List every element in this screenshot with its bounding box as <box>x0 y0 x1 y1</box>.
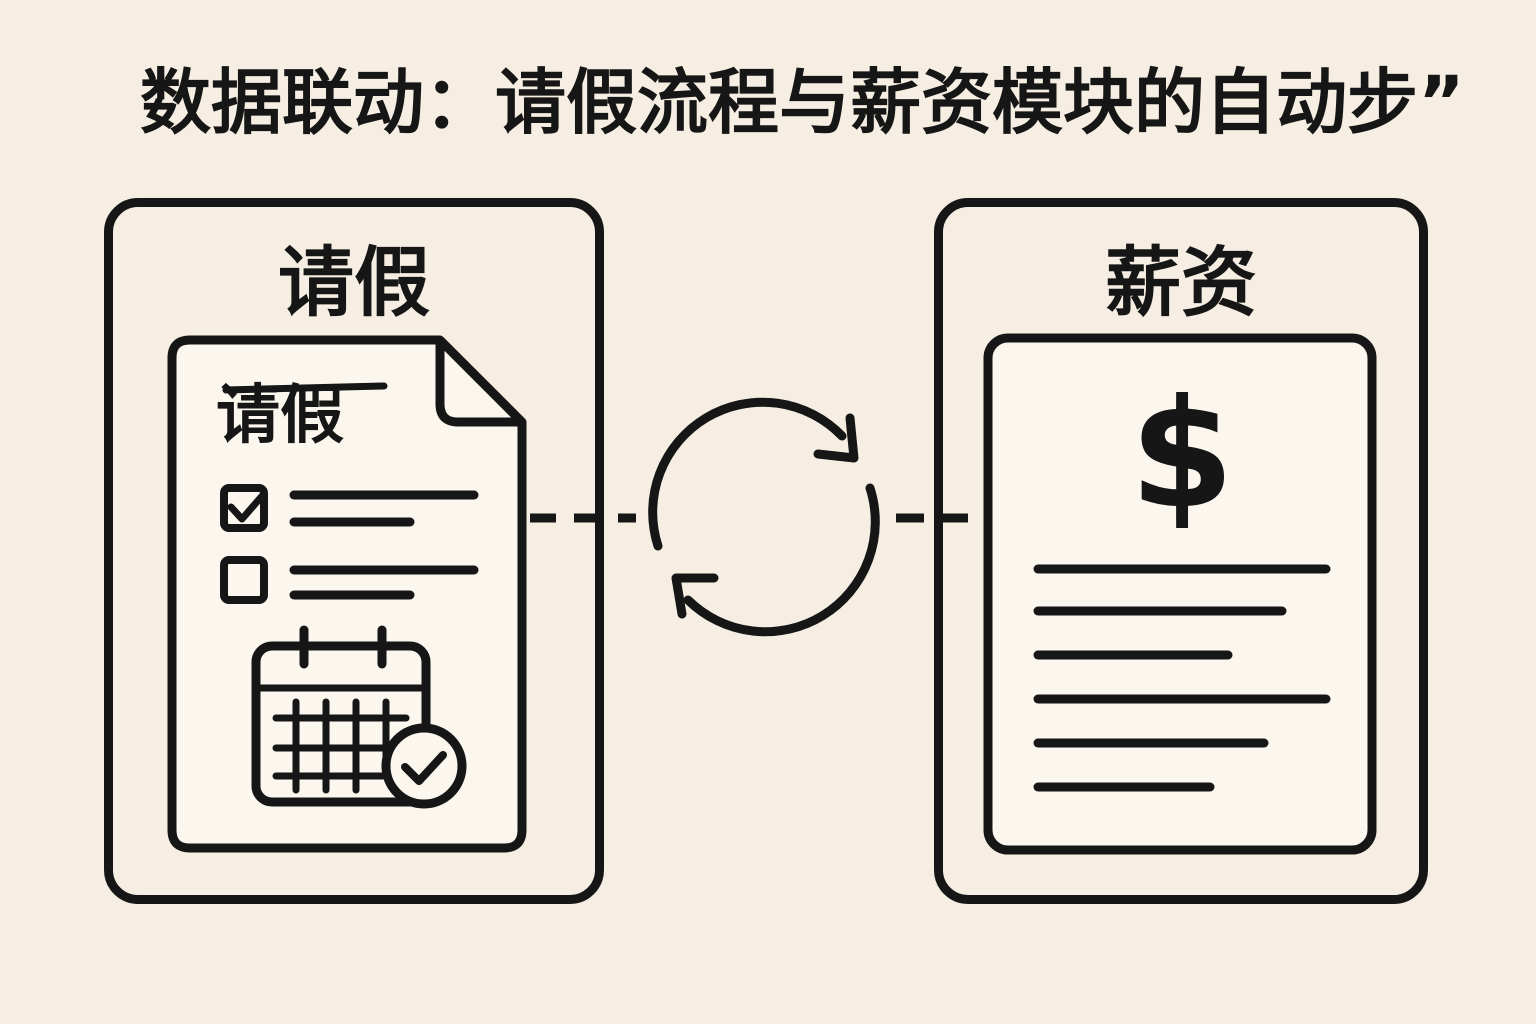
checkbox-empty-icon <box>220 556 268 604</box>
checklist <box>220 484 479 604</box>
page-title: 数据联动：请假流程与薪资模块的自动步” <box>140 61 1465 144</box>
checkbox-checked-icon <box>220 484 268 532</box>
check-circle-icon <box>381 723 467 809</box>
payslip-document-icon <box>983 333 1377 855</box>
leave-panel-title: 请假 <box>278 238 430 327</box>
calendar-check-icon <box>251 625 467 809</box>
sync-arrows-icon <box>648 397 880 637</box>
salary-panel-title: 薪资 <box>1105 238 1257 327</box>
salary-panel: 薪资 <box>934 198 1428 904</box>
leave-panel: 请假 <box>104 198 604 904</box>
currency-symbol: $ <box>1130 368 1234 542</box>
leave-document-label: 请假 <box>216 379 344 453</box>
